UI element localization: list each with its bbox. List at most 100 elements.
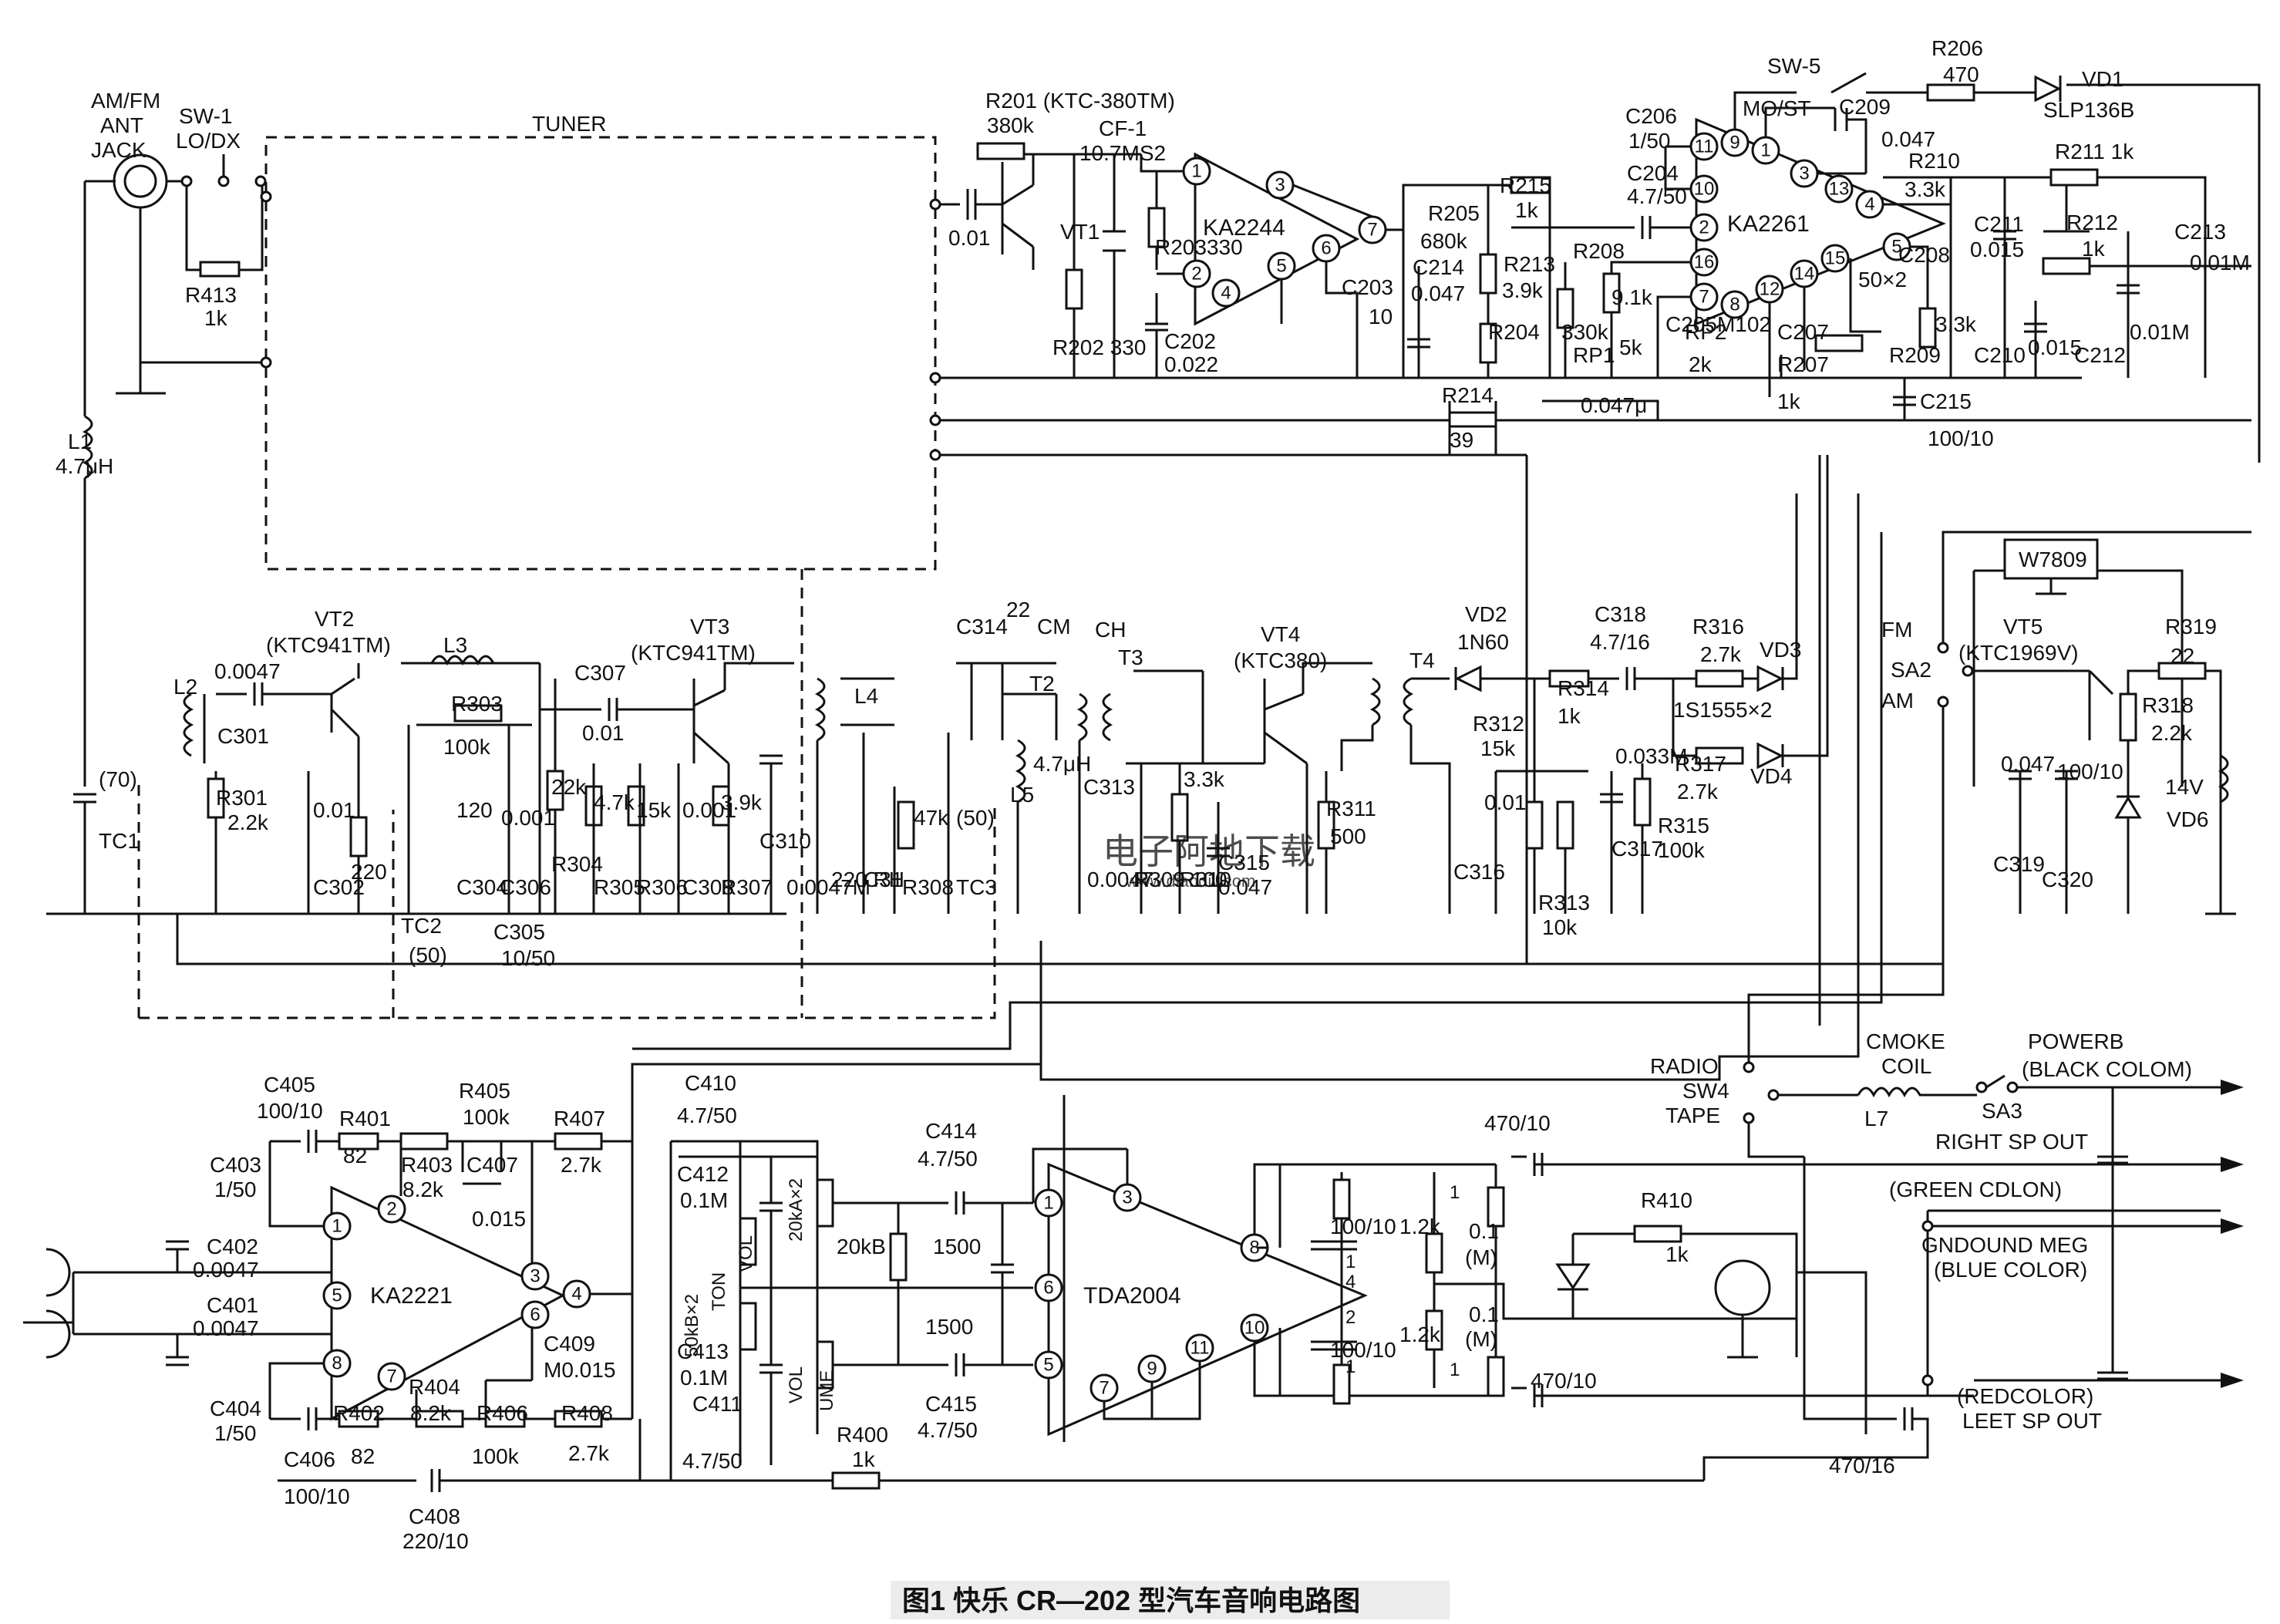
component-label: 220 RH: [831, 868, 904, 891]
resistor-1-2k-b: [1425, 1309, 1443, 1351]
component-label: C318: [1595, 602, 1646, 626]
component-label: 1k: [852, 1447, 876, 1471]
component-label: R402: [333, 1401, 385, 1425]
component-label: 47k: [914, 806, 949, 830]
component-label: R210: [1908, 149, 1960, 173]
band-fm: FM: [1881, 618, 1912, 642]
component-label: C306: [500, 875, 551, 899]
component-label: 14V: [2165, 775, 2204, 799]
component-label: VT5: [2003, 615, 2043, 638]
svg-text:8: 8: [332, 1353, 342, 1374]
regulator-w7809: [2003, 538, 2099, 580]
component-label: R306: [636, 875, 688, 899]
component-label: C208: [1898, 243, 1950, 267]
svg-text:7: 7: [386, 1366, 396, 1387]
component-label: 0.01: [313, 798, 355, 822]
component-label: 100k: [1658, 838, 1706, 862]
component-label: 0.033M: [1615, 744, 1687, 768]
component-label: M0.015: [544, 1358, 615, 1382]
component-label: R307: [721, 875, 773, 899]
component-label: SLP136B: [2043, 98, 2134, 122]
resistor-r404: [415, 1410, 464, 1428]
component-label: R314: [1558, 676, 1609, 700]
component-label: 100/10: [257, 1099, 323, 1123]
component-label: 0.047: [1881, 127, 1935, 151]
res-4-label: 4: [1345, 1272, 1356, 1292]
ant-label-3: JACK: [91, 138, 146, 162]
component-label: L3: [443, 633, 467, 657]
component-label: 1k: [204, 306, 228, 330]
svg-text:4: 4: [1864, 194, 1874, 215]
component-label: 2.7k: [1677, 780, 1719, 804]
component-label: VD4: [1750, 764, 1792, 788]
component-label: T4: [1409, 649, 1435, 672]
resistor-r211: [2049, 168, 2099, 187]
component-label: C414: [925, 1119, 977, 1143]
component-label: 470: [1943, 62, 1979, 86]
component-label: C310: [759, 829, 811, 853]
l7-label: L7: [1864, 1107, 1888, 1130]
resistor-1-b: [1332, 1363, 1351, 1405]
component-label: 1.2k: [1399, 1322, 1441, 1346]
component-label: R407: [554, 1107, 605, 1130]
component-label: 3.3k: [1935, 312, 1977, 336]
component-label: R203330: [1155, 235, 1243, 259]
component-label: 4.7μH: [1033, 752, 1091, 776]
component-label: 0.01M: [2130, 320, 2190, 344]
component-label: TC3: [956, 875, 997, 899]
sw1-label-2: LO/DX: [176, 129, 241, 153]
resistor-r202: [1065, 268, 1083, 310]
component-label: C212: [2074, 343, 2126, 367]
component-label: R305: [594, 875, 645, 899]
component-label: RP2: [1685, 320, 1726, 344]
component-label: 1500: [925, 1315, 973, 1339]
component-label: 120: [456, 798, 493, 822]
resistor-r209: [1918, 307, 1937, 349]
tuner-label: TUNER: [532, 112, 606, 136]
resistor-r406: [484, 1410, 526, 1428]
component-label: VD1: [2082, 67, 2123, 91]
component-label: R401: [339, 1107, 391, 1130]
component-label: 100/10: [2057, 760, 2123, 783]
arrow-power: [2221, 1080, 2244, 1095]
component-label: C315: [1218, 851, 1270, 874]
component-label: 10k: [1542, 915, 1578, 939]
component-label: 0.0047M: [786, 875, 871, 899]
component-label: 2k: [1689, 352, 1713, 376]
band-sa2: SA2: [1891, 658, 1931, 682]
component-label: (KTC1969V): [1958, 641, 2079, 665]
component-label: 1/50: [214, 1421, 257, 1445]
component-label: 0.0047: [214, 659, 281, 683]
pot-ton-vol: [739, 1217, 757, 1266]
component-label: C203: [1342, 275, 1393, 299]
component-label: C213: [2174, 220, 2226, 244]
resistor-r413: [199, 261, 241, 278]
component-label: 1N60: [1457, 630, 1509, 654]
component-label: (70): [99, 767, 137, 791]
svg-text:3: 3: [1122, 1188, 1132, 1208]
svg-text:6: 6: [530, 1305, 540, 1326]
svg-text:10: 10: [1244, 1318, 1265, 1339]
pot-label-ume: UME: [817, 1370, 837, 1411]
component-label: R317: [1675, 752, 1726, 776]
svg-text:4: 4: [1221, 283, 1231, 304]
tuner-box: [264, 136, 937, 571]
svg-text:4: 4: [571, 1284, 581, 1305]
component-label: 0.047μ: [1581, 393, 1647, 417]
svg-text:11: 11: [1695, 136, 1714, 157]
svg-text:1: 1: [1760, 140, 1770, 161]
component-label: 0.015: [472, 1207, 526, 1231]
component-label: VD2: [1465, 602, 1507, 626]
component-label: R212: [2066, 211, 2118, 234]
component-label: C215: [1920, 389, 1972, 413]
component-label: C314: [956, 615, 1008, 638]
resistor-r303: [453, 704, 503, 723]
resistor-r214: [1448, 411, 1497, 428]
component-label: 0.01: [1484, 790, 1527, 814]
pot-label-vol2: VOL: [786, 1366, 807, 1403]
component-label: 680k: [1420, 229, 1468, 253]
component-label: TC2: [401, 914, 442, 938]
pot-20kb: [889, 1232, 908, 1282]
component-label: C411: [692, 1392, 743, 1416]
component-label: C207: [1777, 320, 1829, 344]
